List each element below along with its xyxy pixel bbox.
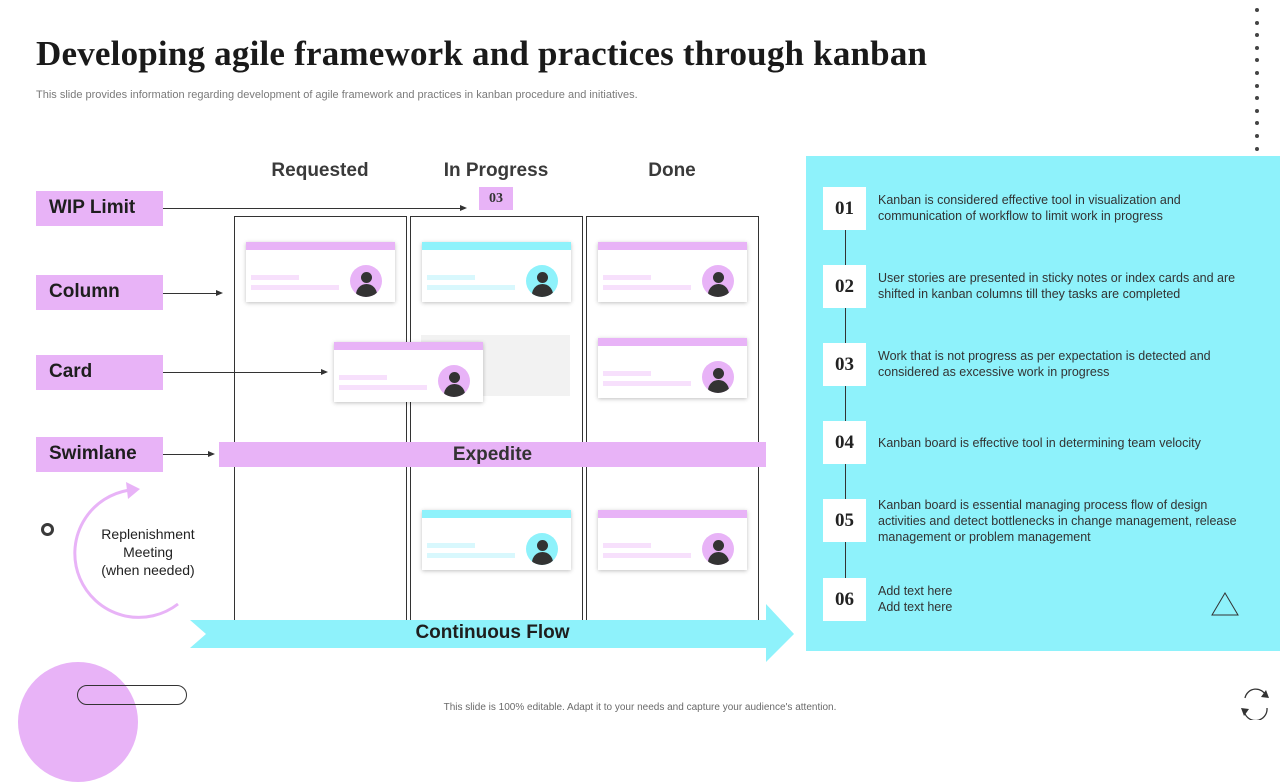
wip-limit-arrow	[163, 205, 467, 211]
column-header-in-progress: In Progress	[443, 160, 549, 181]
page-subtitle: This slide provides information regardin…	[36, 89, 638, 101]
kanban-card[interactable]	[598, 510, 747, 570]
continuous-flow-label: Continuous Flow	[415, 622, 570, 643]
footer-note: This slide is 100% editable. Adapt it to…	[443, 702, 837, 713]
avatar-icon	[350, 265, 382, 297]
column-arrow	[163, 290, 223, 296]
avatar-icon	[702, 265, 734, 297]
item-text: Kanban board is essential managing proce…	[878, 498, 1237, 544]
item-number: 02	[823, 265, 866, 308]
decorative-dots	[1251, 8, 1263, 159]
label-card: Card	[36, 355, 163, 390]
avatar-icon	[438, 365, 470, 397]
decorative-ring-icon	[41, 523, 54, 536]
item-number: 04	[823, 421, 866, 464]
kanban-card[interactable]	[598, 338, 747, 398]
label-swimlane: Swimlane	[36, 437, 163, 472]
item-number: 06	[823, 578, 866, 621]
triangle-icon	[1211, 592, 1239, 616]
kanban-card[interactable]	[422, 242, 571, 302]
replenishment-meeting-label: Replenishment Meeting (when needed)	[101, 526, 195, 578]
kanban-card[interactable]	[246, 242, 395, 302]
kanban-card[interactable]	[422, 510, 571, 570]
avatar-icon	[702, 533, 734, 565]
decorative-pink-circle	[18, 662, 138, 782]
replenishment-cycle-arrow	[73, 482, 179, 619]
cycle-icon	[1241, 688, 1269, 720]
label-wip-limit: WIP Limit	[36, 191, 163, 226]
page-title: Developing agile framework and practices…	[36, 34, 928, 73]
label-column: Column	[36, 275, 163, 310]
item-number: 01	[823, 187, 866, 230]
timeline-line	[845, 210, 846, 605]
card-arrow	[163, 369, 328, 375]
item-text: User stories are presented in sticky not…	[878, 271, 1236, 301]
item-text: Kanban board is effective tool in determ…	[878, 436, 1201, 450]
kanban-card[interactable]	[598, 242, 747, 302]
kanban-card-moving[interactable]	[334, 342, 483, 402]
decorative-pill-outline	[77, 685, 187, 705]
wip-limit-badge: 03	[479, 187, 513, 210]
avatar-icon	[526, 533, 558, 565]
item-text: Add text here Add text here	[878, 584, 953, 614]
avatar-icon	[702, 361, 734, 393]
expedite-swimlane: Expedite	[219, 442, 766, 467]
avatar-icon	[526, 265, 558, 297]
item-text: Kanban is considered effective tool in v…	[878, 193, 1181, 223]
column-header-requested: Requested	[271, 160, 369, 181]
swimlane-arrow	[163, 451, 215, 457]
item-text: Work that is not progress as per expecta…	[878, 349, 1211, 379]
continuous-flow-arrow	[190, 604, 794, 662]
column-header-done: Done	[648, 160, 696, 181]
info-panel	[806, 156, 1280, 651]
item-number: 03	[823, 343, 866, 386]
item-number: 05	[823, 499, 866, 542]
